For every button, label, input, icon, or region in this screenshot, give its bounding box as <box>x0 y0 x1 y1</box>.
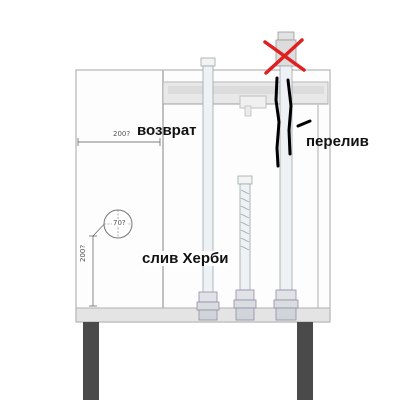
leg-right <box>297 322 313 400</box>
overflow-label: перелив <box>306 133 369 150</box>
dimension-width-label: 200? <box>113 130 131 138</box>
black-marker-lines <box>274 76 312 168</box>
herbie-drain-label: слив Херби <box>142 250 229 267</box>
dimension-height-label: 200? <box>79 244 87 262</box>
herbie-drain-pipe <box>233 175 257 321</box>
dimension-circle-label: 70? <box>112 219 127 227</box>
red-cross-mark <box>263 38 306 75</box>
dimension-width <box>77 138 161 146</box>
return-pipe <box>196 57 220 321</box>
leg-left <box>83 322 99 400</box>
overflow-box-inner <box>168 86 324 94</box>
return-label: возврат <box>137 122 197 139</box>
clip <box>244 105 252 117</box>
bracket <box>239 95 267 109</box>
